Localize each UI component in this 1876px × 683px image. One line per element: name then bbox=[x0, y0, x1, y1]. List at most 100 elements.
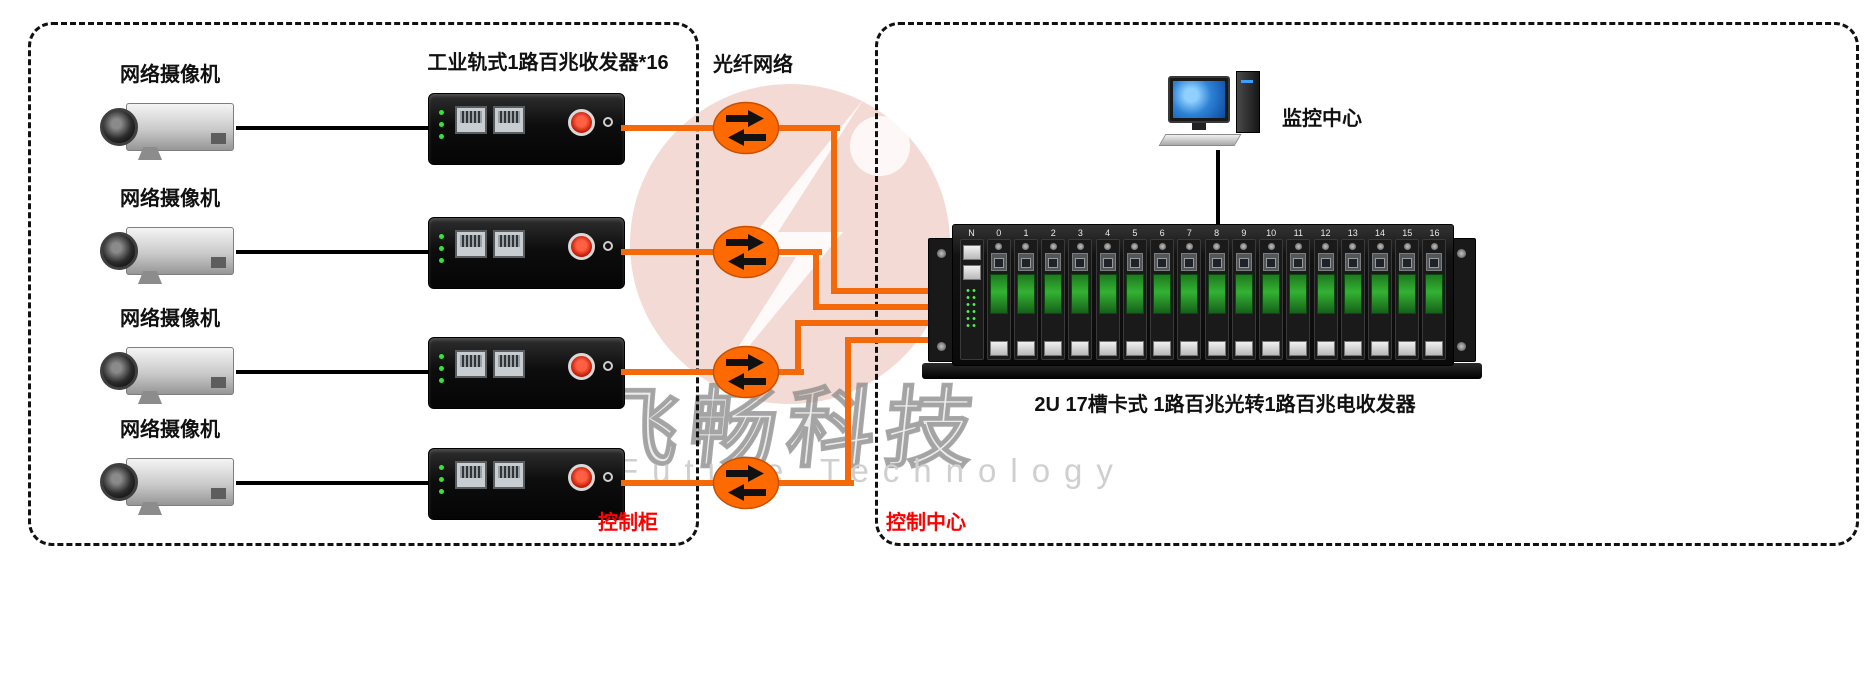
fiber-port-icon bbox=[1072, 253, 1089, 271]
power-jack-icon bbox=[603, 241, 613, 251]
control-center-label: 控制中心 bbox=[886, 512, 966, 534]
led-icon bbox=[439, 489, 444, 494]
rj45-port bbox=[1125, 341, 1144, 356]
rack-slot-number: 1 bbox=[1023, 228, 1029, 238]
rj45-port bbox=[962, 265, 981, 280]
rack-slot: 16 bbox=[1422, 228, 1447, 360]
power-jack-icon bbox=[603, 117, 613, 127]
rj45-port bbox=[455, 350, 487, 378]
screw-icon bbox=[1349, 243, 1357, 250]
screw-icon bbox=[1294, 243, 1302, 250]
rack-line-card bbox=[1259, 239, 1284, 360]
camera-label-2: 网络摄像机 bbox=[120, 188, 220, 210]
ip-camera-2 bbox=[100, 219, 240, 285]
rack-slot: 7 bbox=[1177, 228, 1202, 360]
rack-slot: 8 bbox=[1204, 228, 1229, 360]
screw-icon bbox=[1267, 243, 1275, 250]
rack-line-card bbox=[1150, 239, 1175, 360]
camera-label-4: 网络摄像机 bbox=[120, 419, 220, 441]
camera-mount bbox=[138, 502, 162, 515]
copper-cable-4 bbox=[236, 481, 432, 485]
led-icon bbox=[439, 122, 444, 127]
fiber-port-icon bbox=[1045, 253, 1062, 271]
rack-slot-number: 2 bbox=[1050, 228, 1056, 238]
rj45-port bbox=[1343, 341, 1362, 356]
pcb-strip bbox=[1125, 274, 1144, 314]
rack-slot-number: 0 bbox=[996, 228, 1002, 238]
pcb-strip bbox=[1425, 274, 1444, 314]
rack-line-card bbox=[1122, 239, 1147, 360]
led-icon bbox=[439, 477, 444, 482]
rack-line-card bbox=[1422, 239, 1447, 360]
camera-lens-icon bbox=[100, 352, 138, 390]
rj45-port bbox=[1207, 341, 1226, 356]
led-icon bbox=[439, 110, 444, 115]
fiber-port-icon bbox=[568, 109, 595, 136]
fiber-port-icon bbox=[1126, 253, 1143, 271]
pcb-strip bbox=[1262, 274, 1281, 314]
fiber-port-icon bbox=[1208, 253, 1225, 271]
fiber-port-icon bbox=[1317, 253, 1334, 271]
ip-camera-4 bbox=[100, 450, 240, 516]
fiber-port-icon bbox=[1399, 253, 1416, 271]
rj45-port bbox=[1398, 341, 1417, 356]
pc-monitor-icon bbox=[1168, 76, 1230, 123]
fiber-network-label: 光纤网络 bbox=[713, 54, 793, 76]
fiber-cable-3c bbox=[795, 320, 801, 375]
fiber-port-icon bbox=[1099, 253, 1116, 271]
led-icon bbox=[439, 465, 444, 470]
pcb-strip bbox=[1207, 274, 1226, 314]
rj45-port bbox=[962, 245, 981, 260]
camera-body bbox=[126, 347, 234, 395]
rack-slot-number: 5 bbox=[1132, 228, 1138, 238]
rack-slot-number: N bbox=[968, 228, 975, 238]
pcb-strip bbox=[1316, 274, 1335, 314]
camera-label-3: 网络摄像机 bbox=[120, 308, 220, 330]
rack-slot: 10 bbox=[1259, 228, 1284, 360]
rj45-port bbox=[493, 350, 525, 378]
camera-mount bbox=[138, 271, 162, 284]
pcb-strip bbox=[1071, 274, 1090, 314]
fiber-port-icon bbox=[1290, 253, 1307, 271]
fiber-port-icon bbox=[990, 253, 1007, 271]
rack-slot: 12 bbox=[1313, 228, 1338, 360]
converter-group-label: 工业轨式1路百兆收发器*16 bbox=[427, 52, 669, 74]
pcb-strip bbox=[1098, 274, 1117, 314]
rack-line-card bbox=[1041, 239, 1066, 360]
fiber-port-icon bbox=[568, 353, 595, 380]
pcb-strip bbox=[1180, 274, 1199, 314]
screw-icon bbox=[1240, 243, 1248, 250]
rack-line-card bbox=[1177, 239, 1202, 360]
fiber-cable-3b bbox=[778, 369, 804, 375]
fiber-port-icon bbox=[1426, 253, 1443, 271]
rack-slot: 9 bbox=[1231, 228, 1256, 360]
rj45-port bbox=[989, 341, 1008, 356]
fiber-node-icon-3 bbox=[712, 345, 780, 399]
rj45-port bbox=[1234, 341, 1253, 356]
screw-icon bbox=[995, 243, 1003, 250]
copper-cable-2 bbox=[236, 250, 432, 254]
rack-slot-number: 12 bbox=[1320, 228, 1331, 238]
fiber-port-icon bbox=[1372, 253, 1389, 271]
rack-slot: 15 bbox=[1395, 228, 1420, 360]
pc-stand bbox=[1192, 123, 1206, 130]
media-converter-2 bbox=[428, 217, 625, 289]
screw-icon bbox=[1131, 243, 1139, 250]
screw-icon bbox=[1076, 243, 1084, 250]
rj45-port bbox=[1371, 341, 1390, 356]
fiber-cable-2a bbox=[621, 249, 716, 255]
fiber-port-icon bbox=[568, 464, 595, 491]
screw-icon bbox=[1213, 243, 1221, 250]
fiber-port-icon bbox=[1263, 253, 1280, 271]
rack-slot: 0 bbox=[986, 228, 1011, 360]
rj45-port bbox=[493, 461, 525, 489]
rack-line-card bbox=[1013, 239, 1038, 360]
rack-line-card bbox=[1340, 239, 1365, 360]
camera-mount bbox=[138, 391, 162, 404]
pcb-strip bbox=[1044, 274, 1063, 314]
rj45-port bbox=[1016, 341, 1035, 356]
pcb-strip bbox=[1289, 274, 1308, 314]
screw-icon bbox=[1322, 243, 1330, 250]
rack-slot-number: 8 bbox=[1214, 228, 1220, 238]
